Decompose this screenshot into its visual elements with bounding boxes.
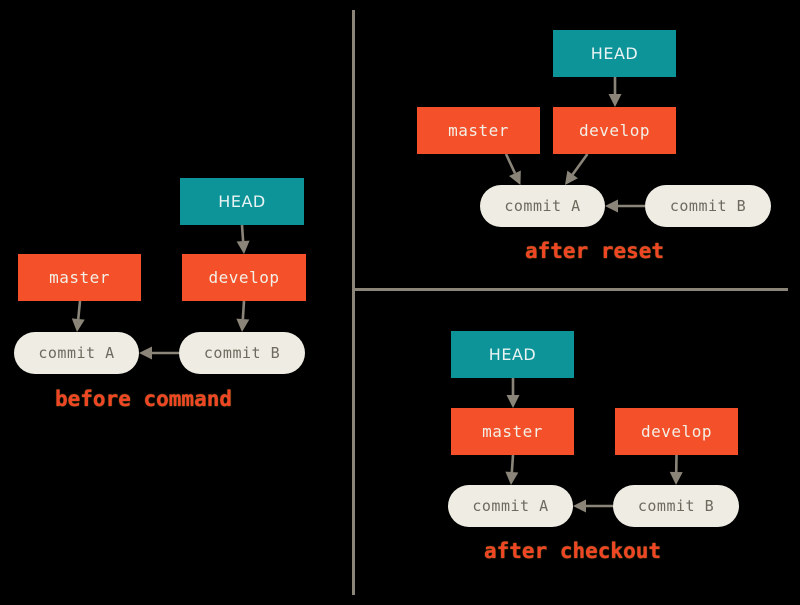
caption-after-reset: after reset — [525, 239, 665, 263]
arrow-after-checkout-develop-to-commitB — [669, 454, 683, 485]
node-after-reset-commitB: commit B — [645, 185, 771, 227]
node-after-reset-master: master — [417, 107, 540, 154]
node-after-reset-develop: develop — [553, 107, 676, 154]
node-after-checkout-develop: develop — [615, 408, 738, 455]
arrow-after-reset-head-to-develop — [608, 77, 621, 107]
node-before-command-master: master — [18, 254, 141, 301]
node-before-command-commitB: commit B — [179, 332, 305, 374]
arrow-before-command-head-to-develop — [236, 224, 250, 254]
node-before-command-commitA: commit A — [14, 332, 139, 374]
node-after-reset-head: HEAD — [553, 30, 676, 77]
node-before-command-develop: develop — [182, 254, 306, 301]
node-after-checkout-commitA: commit A — [448, 485, 573, 527]
arrow-before-command-master-to-commitA — [71, 300, 85, 332]
arrow-after-checkout-commitB-to-commitA — [573, 499, 613, 513]
node-before-command-head: HEAD — [180, 178, 304, 225]
divider-vertical — [352, 10, 355, 595]
arrow-after-checkout-master-to-commitA — [504, 454, 518, 485]
node-after-checkout-master: master — [451, 408, 574, 455]
caption-after-checkout: after checkout — [484, 539, 662, 563]
arrow-after-checkout-head-to-master — [506, 378, 519, 408]
divider-horizontal — [352, 288, 788, 291]
node-after-checkout-commitB: commit B — [613, 485, 739, 527]
arrow-after-reset-develop-to-commitA — [565, 153, 589, 185]
caption-before-command: before command — [55, 387, 233, 411]
node-after-checkout-head: HEAD — [451, 331, 574, 378]
arrow-after-reset-master-to-commitA — [504, 153, 521, 185]
node-after-reset-commitA: commit A — [480, 185, 605, 227]
arrow-before-command-develop-to-commitB — [236, 300, 250, 332]
arrow-before-command-commitB-to-commitA — [139, 346, 179, 360]
arrow-after-reset-commitB-to-commitA — [605, 199, 645, 213]
